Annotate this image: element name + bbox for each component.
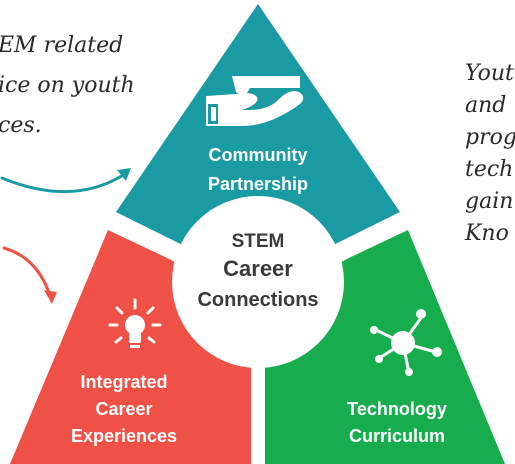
segment-community-partnership <box>116 4 400 268</box>
right-note: Yout and prog tech gain Kno <box>464 61 515 246</box>
label-community: Community <box>209 145 308 165</box>
lightbulb-icon <box>108 298 162 348</box>
handshake-icon <box>206 76 304 126</box>
label-partnership: Partnership <box>208 174 308 194</box>
right-note-line-1: Yout <box>465 61 514 86</box>
label-integrated: Integrated <box>80 372 167 392</box>
network-icon <box>370 309 442 376</box>
left-note-line-1: EM related <box>0 33 123 58</box>
right-note-line-3: prog <box>465 125 515 150</box>
right-note-line-6: Kno <box>464 221 509 246</box>
left-note-line-2: ice on youth <box>0 73 135 98</box>
left-note-line-3: ces. <box>0 113 42 138</box>
right-note-line-5: gain <box>465 189 513 214</box>
center-circle <box>172 196 344 368</box>
right-note-line-4: tech <box>465 157 513 182</box>
center-line-2: Career <box>223 256 293 281</box>
red-arrow <box>2 246 57 304</box>
left-note: EM related ice on youth ces. <box>0 33 135 138</box>
label-experiences: Experiences <box>71 426 177 446</box>
center-line-1: STEM <box>232 231 285 252</box>
right-note-line-2: and <box>465 93 506 118</box>
center-line-3: Connections <box>197 289 318 311</box>
teal-arrow <box>0 168 131 194</box>
label-technology: Technology <box>347 399 447 419</box>
label-career: Career <box>95 399 152 419</box>
label-curriculum: Curriculum <box>349 426 445 446</box>
